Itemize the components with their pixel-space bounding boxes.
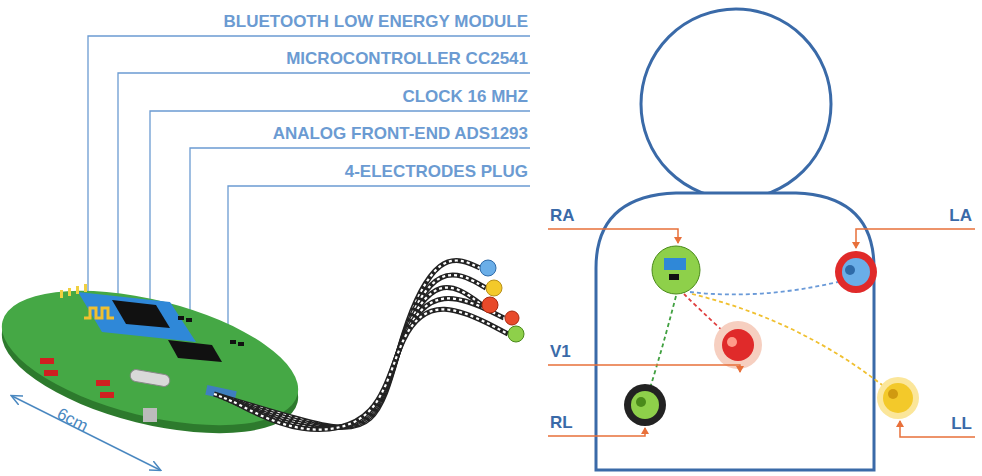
connector-tab [143, 408, 157, 422]
body-outline [596, 9, 874, 470]
antenna-trace [84, 308, 114, 318]
electrode-label: LA [949, 207, 972, 224]
callout-label: ANALOG FRONT-END ADS1293 [273, 125, 528, 142]
electrode-leaders [548, 229, 975, 437]
electrode-wires [650, 282, 886, 388]
callout-label: MICROCONTROLLER CC2541 [286, 50, 528, 67]
electrode-tips [480, 260, 524, 342]
dimension-arrow [12, 396, 160, 470]
electrode-label: RL [550, 414, 573, 431]
callout-label: BLUETOOTH LOW ENERGY MODULE [224, 13, 528, 30]
small-chips [178, 316, 244, 346]
bluetooth-module [78, 292, 196, 342]
led-pins [60, 284, 87, 298]
dimension-label: 6cm [54, 405, 90, 435]
electrodes [624, 246, 919, 426]
ra-module [652, 246, 700, 294]
crystal-clock [129, 369, 170, 388]
electrode-cables [214, 261, 508, 430]
afe-chip [168, 340, 222, 362]
electrode-label: RA [550, 207, 575, 224]
electrode-label: LL [951, 415, 972, 432]
callout-label: 4-ELECTRODES PLUG [345, 163, 528, 180]
callout-label: CLOCK 16 MHZ [402, 88, 528, 105]
pcb-board [0, 265, 312, 459]
smd-parts [40, 358, 114, 398]
electrode-label: V1 [550, 343, 571, 360]
microcontroller-chip [112, 300, 170, 328]
